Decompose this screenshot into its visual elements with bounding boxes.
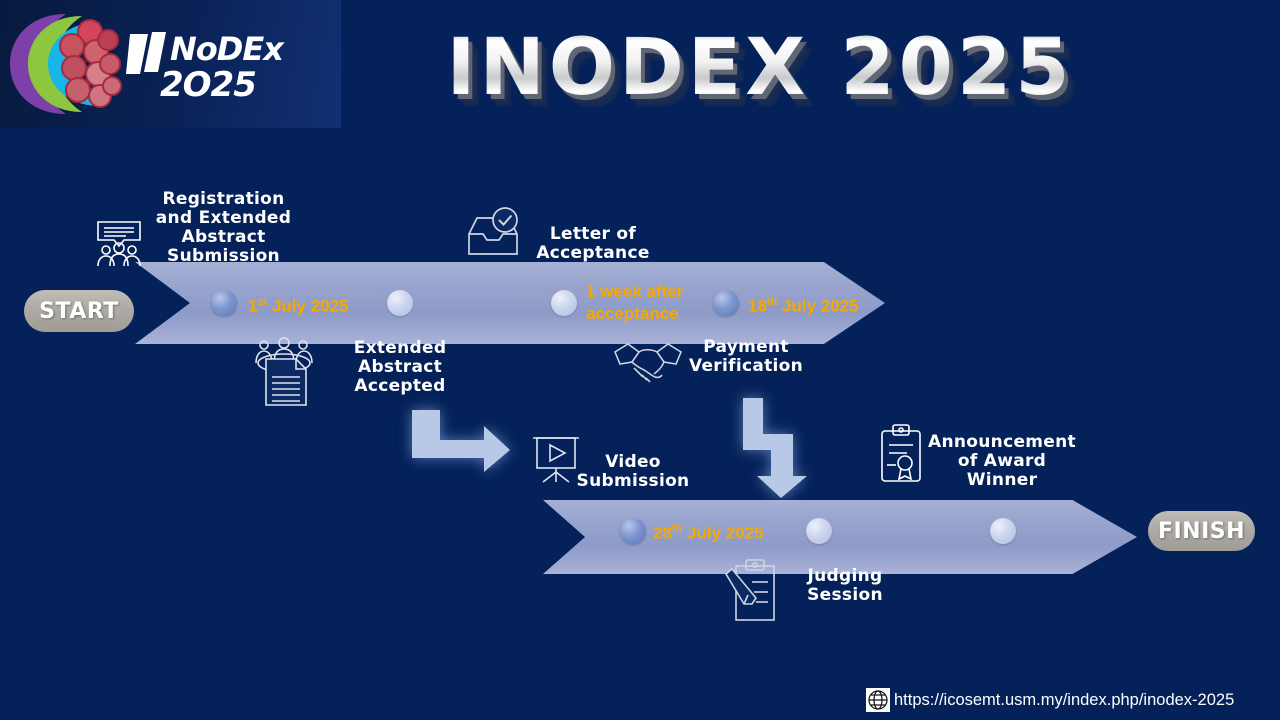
- date-label-letter-of-acceptance: 1 week after acceptance: [586, 282, 684, 323]
- clipboard-pencil-icon: [722, 556, 786, 624]
- stage-label-judging-session: Judging Session: [807, 566, 883, 605]
- milestone-dot: [990, 518, 1016, 544]
- stage-label-extended-abstract-accepted: Extended Abstract Accepted: [353, 338, 447, 396]
- stage-label-registration: Registration and Extended Abstract Submi…: [155, 189, 292, 266]
- connector-arrow-right-down: [735, 392, 830, 507]
- inodex-wordmark: NoDEx 2O25: [126, 26, 331, 106]
- timeline-arrow-row1: [135, 262, 885, 344]
- stage-label-announcement-of-award-winner: Announcement of Award Winner: [928, 432, 1076, 490]
- inodex-sphere-logo-icon: [4, 8, 124, 120]
- stage-label-payment-verification: Payment Verification: [688, 337, 804, 376]
- handshake-icon: [612, 340, 684, 386]
- milestone-dot: [211, 290, 237, 316]
- milestone-dot: [806, 518, 832, 544]
- milestone-dot: [387, 290, 413, 316]
- connector-arrow-down-right: [406, 404, 516, 479]
- start-badge: START: [24, 290, 134, 332]
- date-label-payment-verification: 18th July 2025: [748, 296, 859, 316]
- clipboard-award-icon: [874, 421, 928, 485]
- projector-play-icon: [525, 430, 587, 486]
- finish-badge: FINISH: [1148, 511, 1255, 551]
- footer-url-text: https://icosemt.usm.my/index.php/inodex-…: [894, 690, 1235, 709]
- svg-text:NoDEx: NoDEx: [170, 30, 285, 68]
- stage-label-video-submission: Video Submission: [576, 452, 690, 491]
- globe-icon: [866, 688, 890, 712]
- stage-label-letter-of-acceptance: Letter of Acceptance: [536, 224, 650, 263]
- logo-panel: NoDEx 2O25: [0, 0, 341, 128]
- milestone-dot: [620, 518, 646, 544]
- date-label-video-submission: 28th July 2025: [653, 523, 764, 543]
- milestone-dot: [713, 290, 739, 316]
- date-label-registration: 1st July 2025: [248, 296, 349, 316]
- svg-text:2O25: 2O25: [160, 65, 256, 105]
- speech-bubble-people-icon: [92, 216, 146, 270]
- footer-url[interactable]: https://icosemt.usm.my/index.php/inodex-…: [866, 688, 1234, 712]
- page-title: INODEX 2025: [360, 26, 1160, 110]
- document-panel-people-icon: [250, 337, 320, 409]
- milestone-dot: [551, 290, 577, 316]
- inbox-check-icon: [463, 206, 523, 262]
